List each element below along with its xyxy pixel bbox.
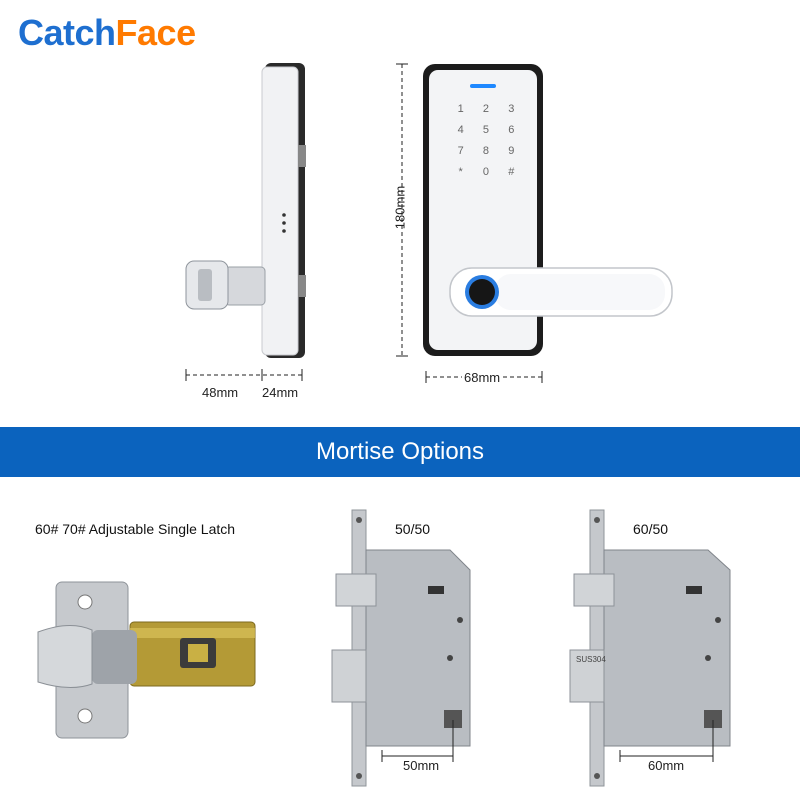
key-1: 1: [457, 103, 464, 115]
brand-part-1: Catch: [18, 12, 116, 53]
key-hash: #: [508, 166, 515, 178]
dim-68mm: 68mm: [462, 370, 503, 385]
side-dimension-lines: [185, 369, 303, 381]
key-6: 6: [508, 124, 515, 136]
key-7: 7: [457, 145, 464, 157]
mortise-60-stamp: SUS304: [576, 655, 606, 664]
lock-side-view: [185, 63, 306, 358]
key-0: 0: [482, 166, 490, 178]
mortise-50-case: [365, 549, 471, 747]
mortise-50-faceplate: [351, 509, 367, 787]
mortise-50-50-image: [331, 509, 471, 787]
keypad-indicator: [470, 84, 496, 88]
mortise-60-case: [603, 549, 731, 747]
lock-side-spindle-top: [298, 145, 306, 167]
lock-side-handle-neck: [224, 266, 266, 306]
mortise-50-deadbolt: [331, 649, 367, 703]
option-label-50-50: 50/50: [395, 521, 431, 537]
brand-logo: CatchFace: [18, 12, 196, 54]
lock-front-view: [423, 64, 673, 356]
brand-part-2: Face: [115, 12, 197, 53]
fingerprint-sensor-icon: [469, 279, 495, 305]
dim-180mm: 180mm: [392, 185, 408, 230]
key-3: 3: [508, 103, 515, 115]
single-latch-image: [37, 581, 256, 739]
mortise-60-spindle: [704, 710, 722, 728]
mortise-60-faceplate: [589, 509, 605, 787]
backset-50mm: 50mm: [403, 758, 440, 773]
mortise-60-50-image: [569, 509, 731, 787]
mortise-60-latch: [573, 573, 615, 607]
mortise-60-deadbolt: [569, 649, 605, 703]
key-9: 9: [508, 145, 515, 157]
option-label-60-50: 60/50: [633, 521, 669, 537]
lock-side-body: [261, 66, 299, 356]
banner-title: Mortise Options: [315, 438, 485, 465]
mortise-50-spindle: [444, 710, 462, 728]
key-2: 2: [482, 103, 490, 115]
key-5: 5: [482, 124, 490, 136]
key-4: 4: [457, 124, 464, 136]
key-star: *: [458, 166, 463, 178]
mortise-50-latch: [335, 573, 377, 607]
lock-side-spindle-bottom: [298, 275, 306, 297]
dim-24mm: 24mm: [262, 385, 299, 400]
mortise-options-banner: Mortise Options: [0, 427, 800, 477]
key-8: 8: [482, 145, 490, 157]
height-dimension-line: [396, 63, 408, 357]
backset-60mm: 60mm: [648, 758, 685, 773]
keypad: 1 2 3 4 5 6 7 8 9 * 0 #: [448, 103, 524, 178]
latch-bolt: [37, 625, 93, 688]
dim-48mm: 48mm: [202, 385, 239, 400]
option-label-latch: 60# 70# Adjustable Single Latch: [35, 521, 236, 537]
